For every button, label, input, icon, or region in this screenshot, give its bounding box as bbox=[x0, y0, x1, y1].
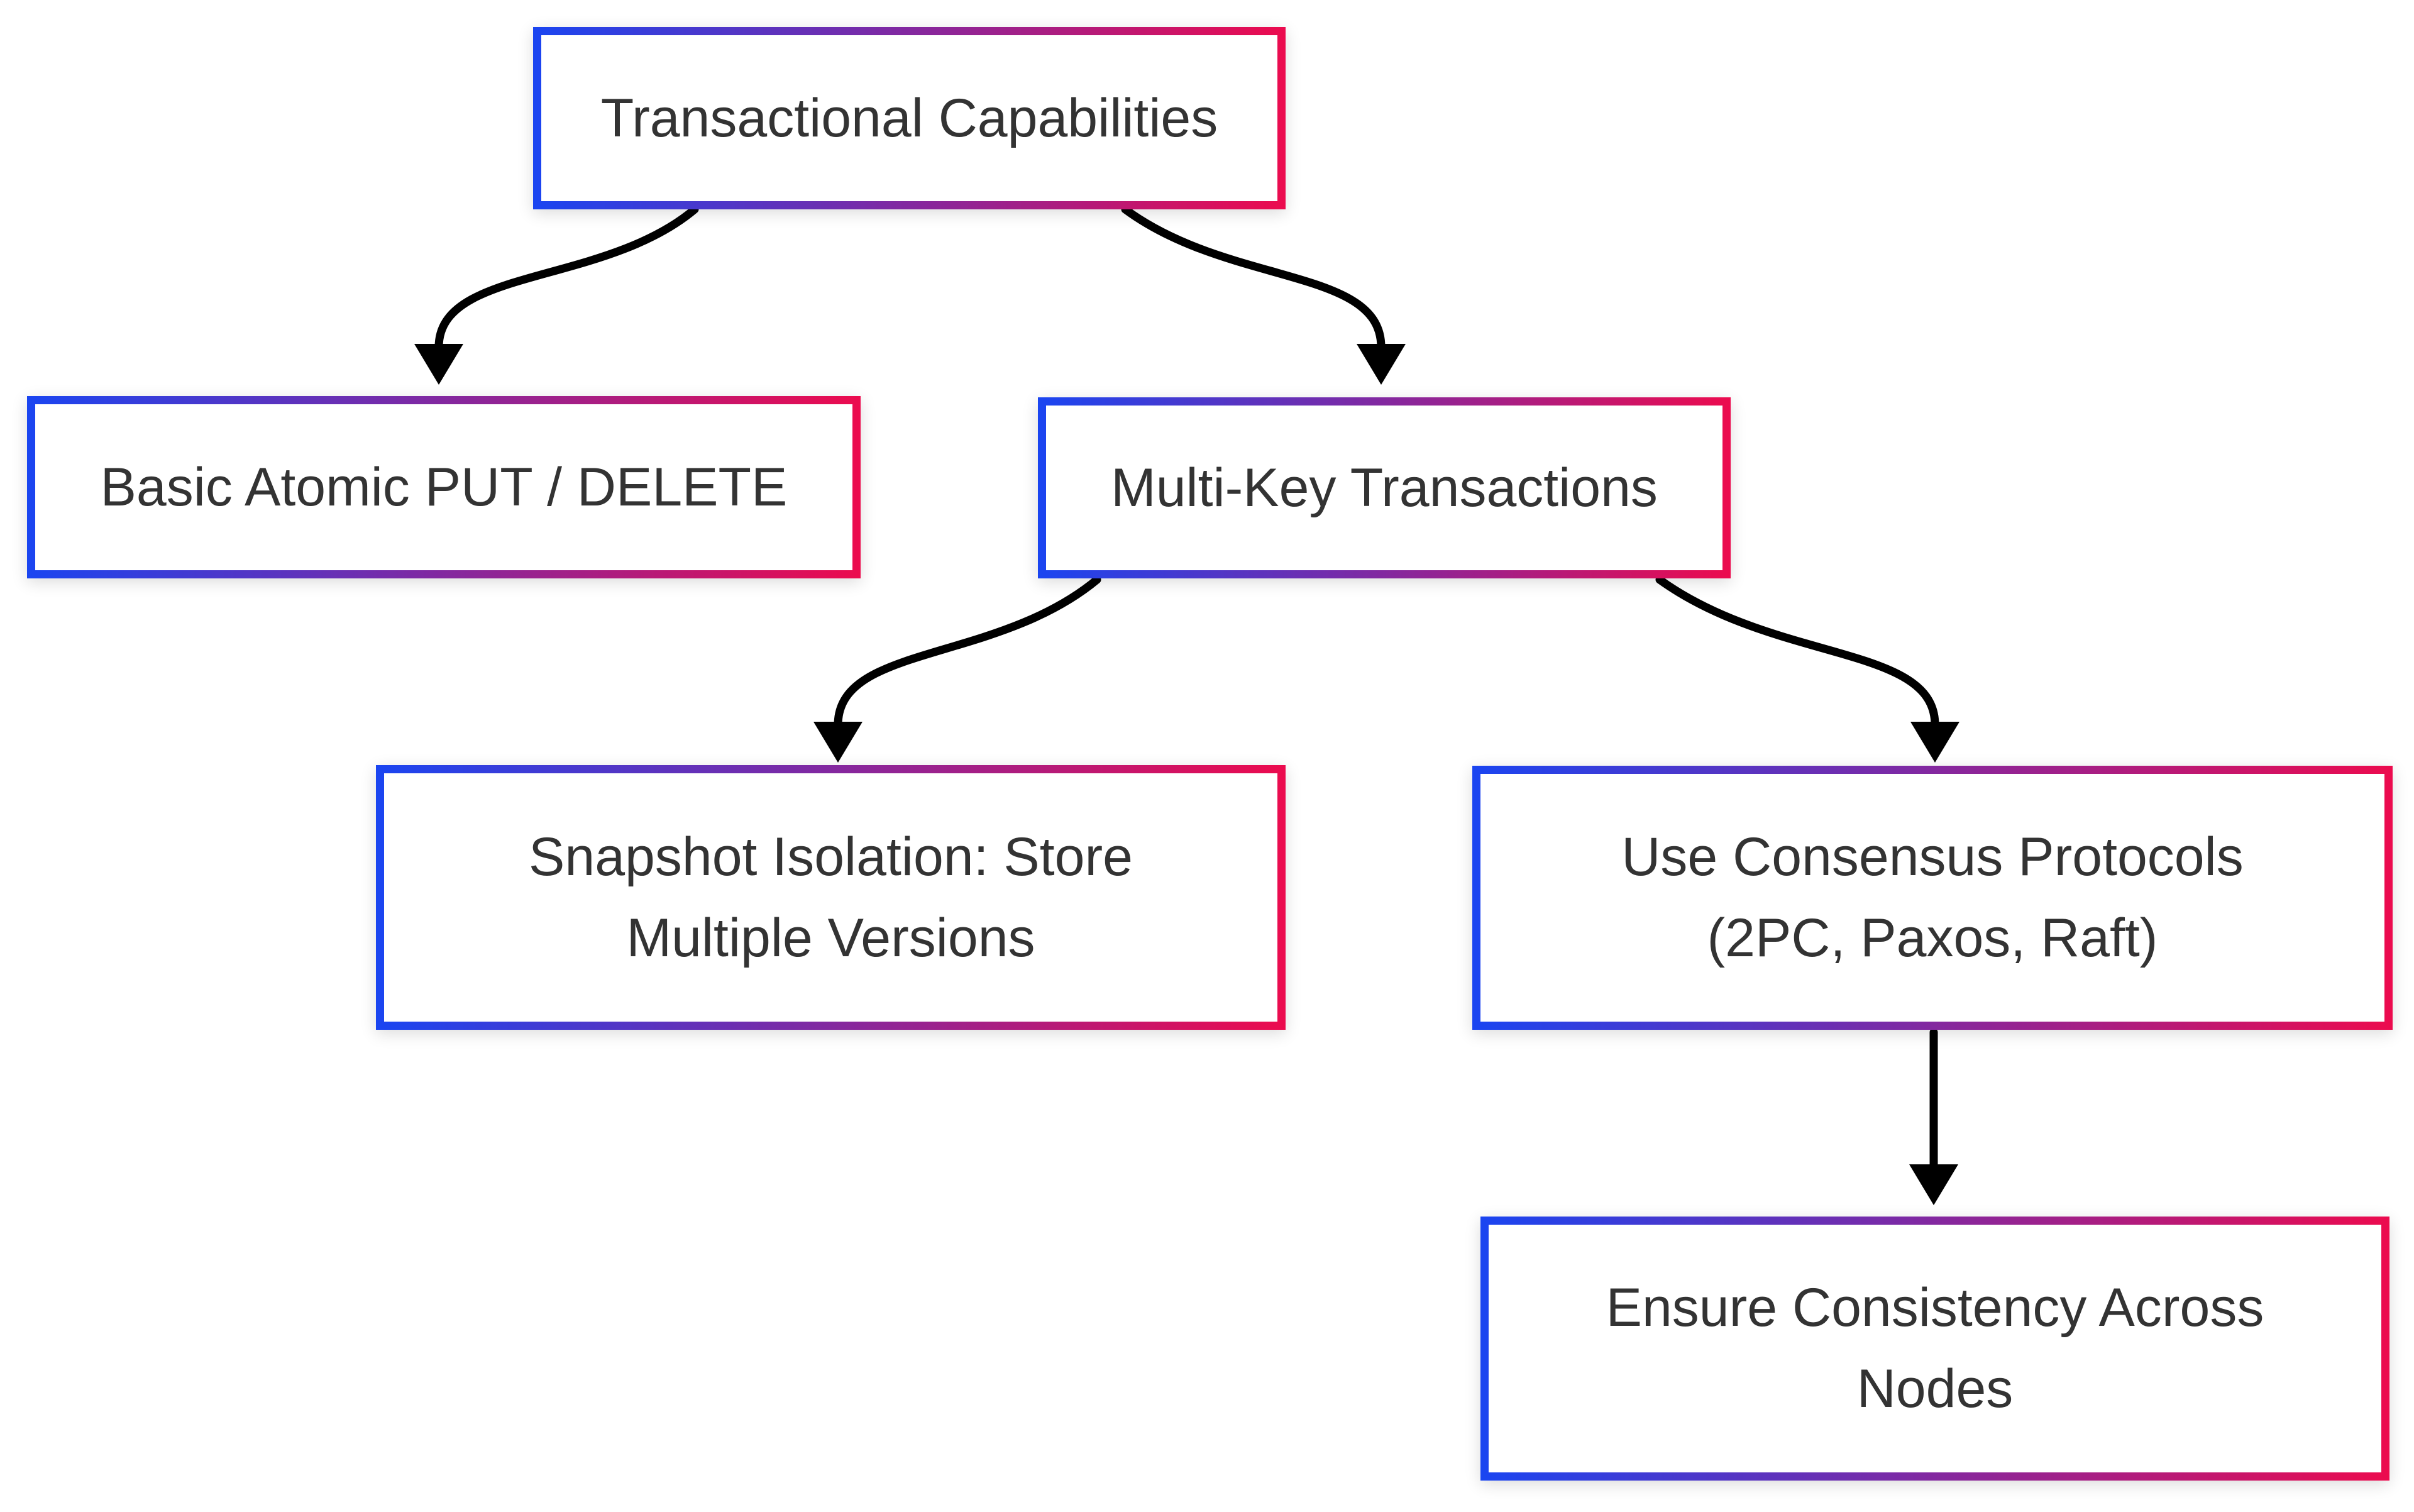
node-basic-atomic-put-delete: Basic Atomic PUT / DELETE bbox=[27, 396, 861, 578]
arrowhead-to-basic bbox=[414, 344, 463, 385]
arrowhead-to-multikey bbox=[1357, 344, 1406, 385]
node-snapshot-isolation: Snapshot Isolation: Store Multiple Versi… bbox=[376, 765, 1286, 1030]
node-label-line1: Ensure Consistency Across bbox=[1606, 1277, 2264, 1338]
node-ensure-consistency: Ensure Consistency Across Nodes bbox=[1480, 1217, 2389, 1481]
edge-multikey-to-consensus bbox=[1655, 575, 1939, 729]
node-transactional-capabilities: Transactional Capabilities bbox=[533, 27, 1286, 209]
arrowhead-to-snapshot bbox=[813, 722, 863, 763]
node-multi-key-transactions: Multi-Key Transactions bbox=[1038, 397, 1731, 578]
node-label-line1: Snapshot Isolation: Store bbox=[529, 826, 1133, 887]
node-label: Transactional Capabilities bbox=[600, 87, 1218, 148]
node-label-line2: (2PC, Paxos, Raft) bbox=[1707, 908, 2158, 968]
arrowhead-to-consensus bbox=[1910, 722, 1959, 763]
node-label-line2: Nodes bbox=[1856, 1359, 2014, 1419]
edge-root-to-basic bbox=[434, 205, 699, 351]
node-label: Multi-Key Transactions bbox=[1111, 457, 1658, 518]
node-use-consensus-protocols: Use Consensus Protocols (2PC, Paxos, Raf… bbox=[1472, 766, 2393, 1030]
node-label-line1: Use Consensus Protocols bbox=[1621, 827, 2244, 887]
edge-root-to-multikey bbox=[1121, 205, 1386, 351]
edge-multikey-to-snapshot bbox=[834, 575, 1101, 729]
node-label: Basic Atomic PUT / DELETE bbox=[100, 456, 788, 517]
arrowhead-to-consistency bbox=[1909, 1164, 1958, 1205]
node-label-line2: Multiple Versions bbox=[626, 907, 1035, 968]
